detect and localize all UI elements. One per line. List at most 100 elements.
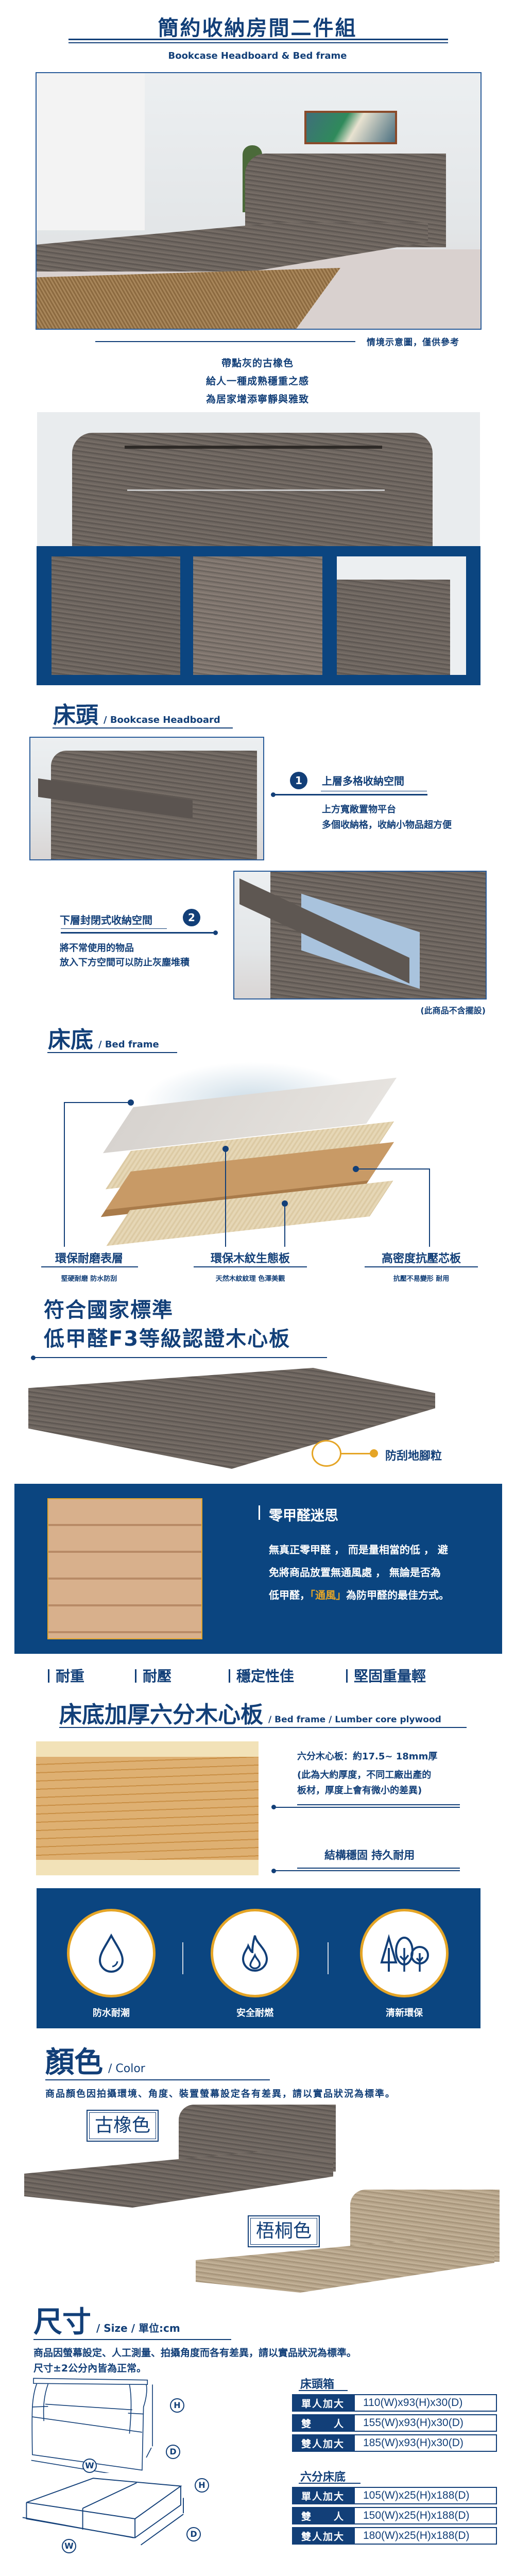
dim-d-bedframe: D	[186, 2527, 201, 2541]
detail-photo-open-flap	[52, 556, 180, 675]
water-drop-icon	[98, 1933, 124, 1973]
callout-2-rule	[61, 932, 215, 934]
layer-3-leader-h	[355, 1168, 430, 1170]
color-note: 商品顏色因拍攝環境、角度、裝置螢幕設定各有差異，請以實品狀況為標準。	[45, 2089, 396, 2099]
flame-icon	[242, 1935, 268, 1972]
property-label-eco: 清新環保	[386, 2008, 423, 2019]
detail-photo-side-shelves	[337, 556, 466, 675]
size-value: 150(W)x25(H)x188(D)	[354, 2507, 497, 2524]
size-value: 110(W)x93(H)x30(D)	[354, 2394, 497, 2412]
bedframe-table-title-rule	[299, 2483, 360, 2484]
dim-h-bedframe: H	[195, 2478, 209, 2493]
size-label: 單人加大	[292, 2394, 354, 2412]
color-option-oak[interactable]: 古橡色	[87, 2110, 159, 2142]
layer-3-leader-v	[429, 1168, 430, 1247]
size-label: 雙 人	[292, 2507, 354, 2524]
dim-w-headboard: W	[82, 2459, 97, 2473]
headboard-upper-photo	[29, 737, 264, 860]
caption-rule	[95, 341, 355, 342]
layer-3-rule	[365, 1266, 478, 1267]
layer-3-title: 高密度抗壓芯板	[381, 1252, 461, 1265]
shag-rug	[37, 268, 340, 329]
callout-number-1: 1	[290, 772, 307, 789]
bedframe-photo	[28, 1368, 435, 1471]
layer-2-leader	[225, 1149, 226, 1247]
plywood-desc-rule-1	[297, 1804, 460, 1805]
title-rule	[68, 39, 448, 40]
feature-1: 耐重	[48, 1665, 84, 1686]
color-heading-rule	[45, 2079, 270, 2080]
formaldehyde-line-3-post: 為防甲醛的最佳方式。	[346, 1589, 449, 1601]
plywood-desc-3: 板材，厚度上會有微小的差異)	[297, 1785, 422, 1796]
scene-note: 情境示意圖，僅供參考	[367, 337, 459, 348]
size-label: 雙人加大	[292, 2434, 354, 2452]
headboard-heading-zh: 床頭	[53, 702, 98, 728]
color-option-paulownia-label: 梧桐色	[250, 2218, 318, 2245]
property-divider-1	[182, 1942, 183, 1974]
page-subtitle: Bookcase Headboard & Bed frame	[168, 50, 347, 61]
size-value: 105(W)x25(H)x188(D)	[354, 2487, 497, 2504]
tagline-rule-2	[273, 1870, 460, 1871]
size-heading: 尺寸/ Size / 單位:cm	[33, 2299, 180, 2341]
color-option-paulownia[interactable]: 梧桐色	[248, 2215, 320, 2247]
formaldehyde-line-1: 無真正零甲醛 ， 而是量相當的低 ， 避	[269, 1544, 448, 1556]
headboard-heading: 床頭/ Bookcase Headboard	[53, 697, 220, 730]
plywood-desc-2: (此為大約厚度，不同工廠出產的	[297, 1770, 432, 1781]
formaldehyde-line-3-pre: 低甲醛，	[269, 1589, 310, 1601]
feet-highlight-ring	[312, 1440, 341, 1467]
dim-d-headboard: D	[166, 2445, 180, 2459]
wall-art	[304, 111, 397, 144]
tagline-rule-1	[297, 1868, 460, 1869]
property-circle-waterproof	[67, 1909, 156, 1997]
headboard-table-title-rule	[299, 2390, 348, 2391]
plywood-core-grain	[36, 1757, 259, 1860]
layer-2-title: 環保木紋生態板	[210, 1252, 290, 1265]
detail-photo-edge	[193, 556, 322, 675]
feet-dot	[370, 1449, 378, 1458]
trees-icon	[380, 1934, 429, 1972]
intro-line-2: 給人一種成熟穩重之感	[205, 376, 309, 387]
layer-1-sub: 堅硬耐磨 防水防刮	[61, 1275, 117, 1283]
feature-2: 耐壓	[135, 1665, 171, 1686]
size-label: 單人加大	[292, 2487, 354, 2504]
headboard-lower-photo	[233, 871, 487, 999]
headboard-line-drawing	[31, 2378, 153, 2473]
callout-2-underline	[61, 928, 167, 929]
layer-3-sub: 抗壓不易變形 耐用	[393, 1275, 450, 1283]
bedframe-heading-zh: 床底	[48, 1027, 93, 1053]
headboard-table-title: 床頭箱	[300, 2378, 335, 2391]
callout-2-dot	[213, 930, 218, 935]
property-label-waterproof: 防水耐潮	[93, 2008, 130, 2019]
formaldehyde-band: 零甲醛迷思 無真正零甲醛 ， 而是量相當的低 ， 避 免將商品放置無通風處 ， …	[14, 1484, 502, 1654]
layer-1-title: 環保耐磨表層	[55, 1252, 123, 1265]
size-value: 180(W)x25(H)x188(D)	[354, 2527, 497, 2545]
feature-3: 穩定性佳	[229, 1665, 294, 1686]
color-heading: 顏色/ Color	[45, 2039, 145, 2081]
callout-1-title: 上層多格收納空間	[322, 775, 404, 787]
layer-1-dot	[128, 1099, 134, 1106]
callout-1-rule	[273, 794, 427, 795]
size-value: 185(W)x93(H)x30(D)	[354, 2434, 497, 2452]
color-heading-zh: 顏色	[45, 2046, 103, 2079]
plywood-heading-en: / Bed frame / Lumber core plywood	[268, 1715, 441, 1725]
size-note-1: 商品因螢幕設定、人工測量、拍攝角度而各有差異，請以實品狀況為標準。	[33, 2347, 357, 2359]
title-rule-thin	[68, 42, 448, 43]
plywood-heading-rule	[59, 1727, 467, 1728]
size-heading-en: / Size / 單位:cm	[96, 2322, 180, 2334]
side-shelves	[337, 580, 450, 675]
callout-number-2: 2	[183, 909, 200, 926]
formaldehyde-line-3: 低甲醛，「通風」為防甲醛的最佳方式。	[269, 1587, 449, 1602]
headboard-front-photo	[37, 412, 480, 546]
property-label-fireproof: 安全耐燃	[236, 2008, 273, 2019]
plywood-desc-rule-2	[273, 1807, 460, 1808]
color-option-oak-label: 古橡色	[89, 2112, 157, 2139]
plywood-illustration	[36, 1741, 259, 1875]
intro-line-1: 帶點灰的古橡色	[221, 358, 294, 369]
